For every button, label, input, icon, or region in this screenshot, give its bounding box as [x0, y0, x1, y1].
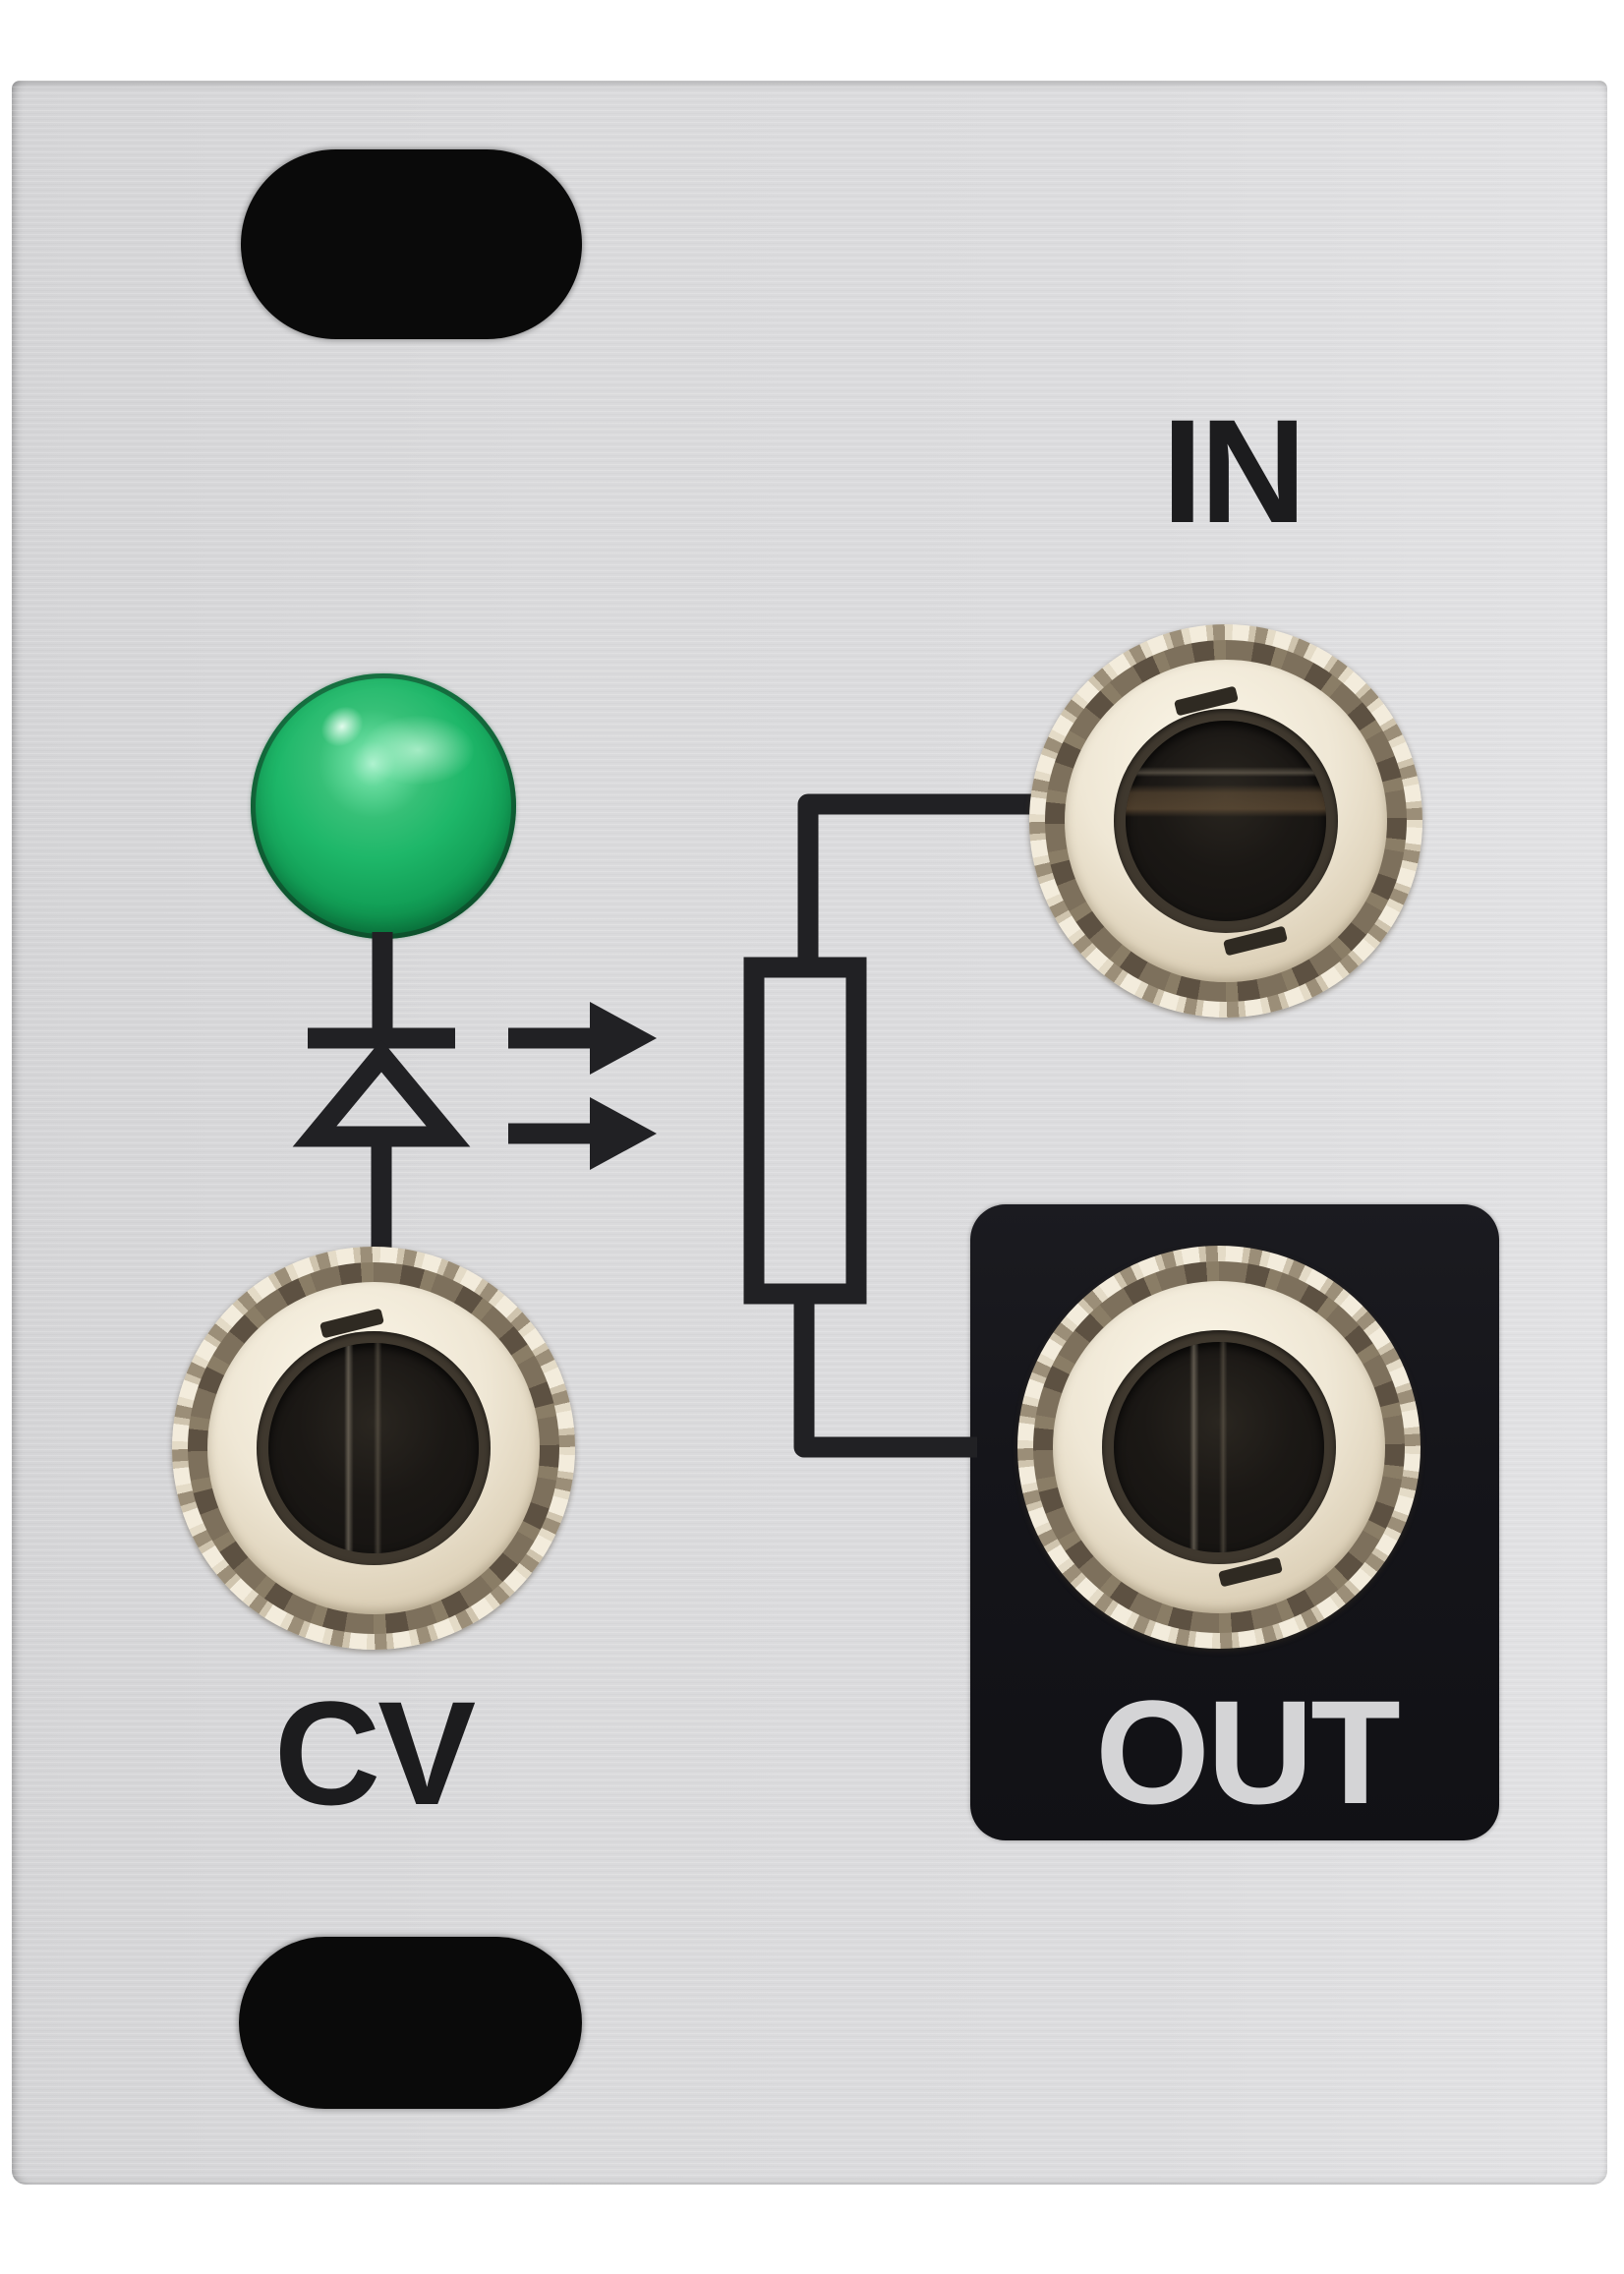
jack-hole	[268, 1343, 479, 1553]
light-emission-arrows-icon	[508, 1002, 657, 1170]
jack-hole	[1114, 1342, 1324, 1552]
photoresistor-symbol-icon	[743, 957, 867, 1305]
out-jack-socket[interactable]	[1017, 1246, 1421, 1649]
out-label: OUT	[1095, 1669, 1401, 1835]
green-led	[251, 673, 516, 939]
wire-to-out-jack	[793, 1290, 977, 1458]
wire-to-in-jack	[797, 793, 1034, 971]
cv-label: CV	[273, 1670, 476, 1836]
mounting-slot-bottom-icon	[239, 1937, 582, 2109]
led-diode-symbol-icon	[292, 1027, 471, 1251]
jack-hole	[1126, 721, 1326, 921]
mounting-slot-top-icon	[241, 149, 582, 339]
led-glow	[362, 716, 474, 786]
vactrol-schematic-diagram	[292, 793, 1034, 1458]
aluminum-front-panel: OUT	[12, 81, 1607, 2185]
in-label: IN	[1162, 388, 1306, 554]
cv-jack-socket[interactable]	[172, 1247, 575, 1650]
in-jack-socket[interactable]	[1029, 624, 1422, 1018]
